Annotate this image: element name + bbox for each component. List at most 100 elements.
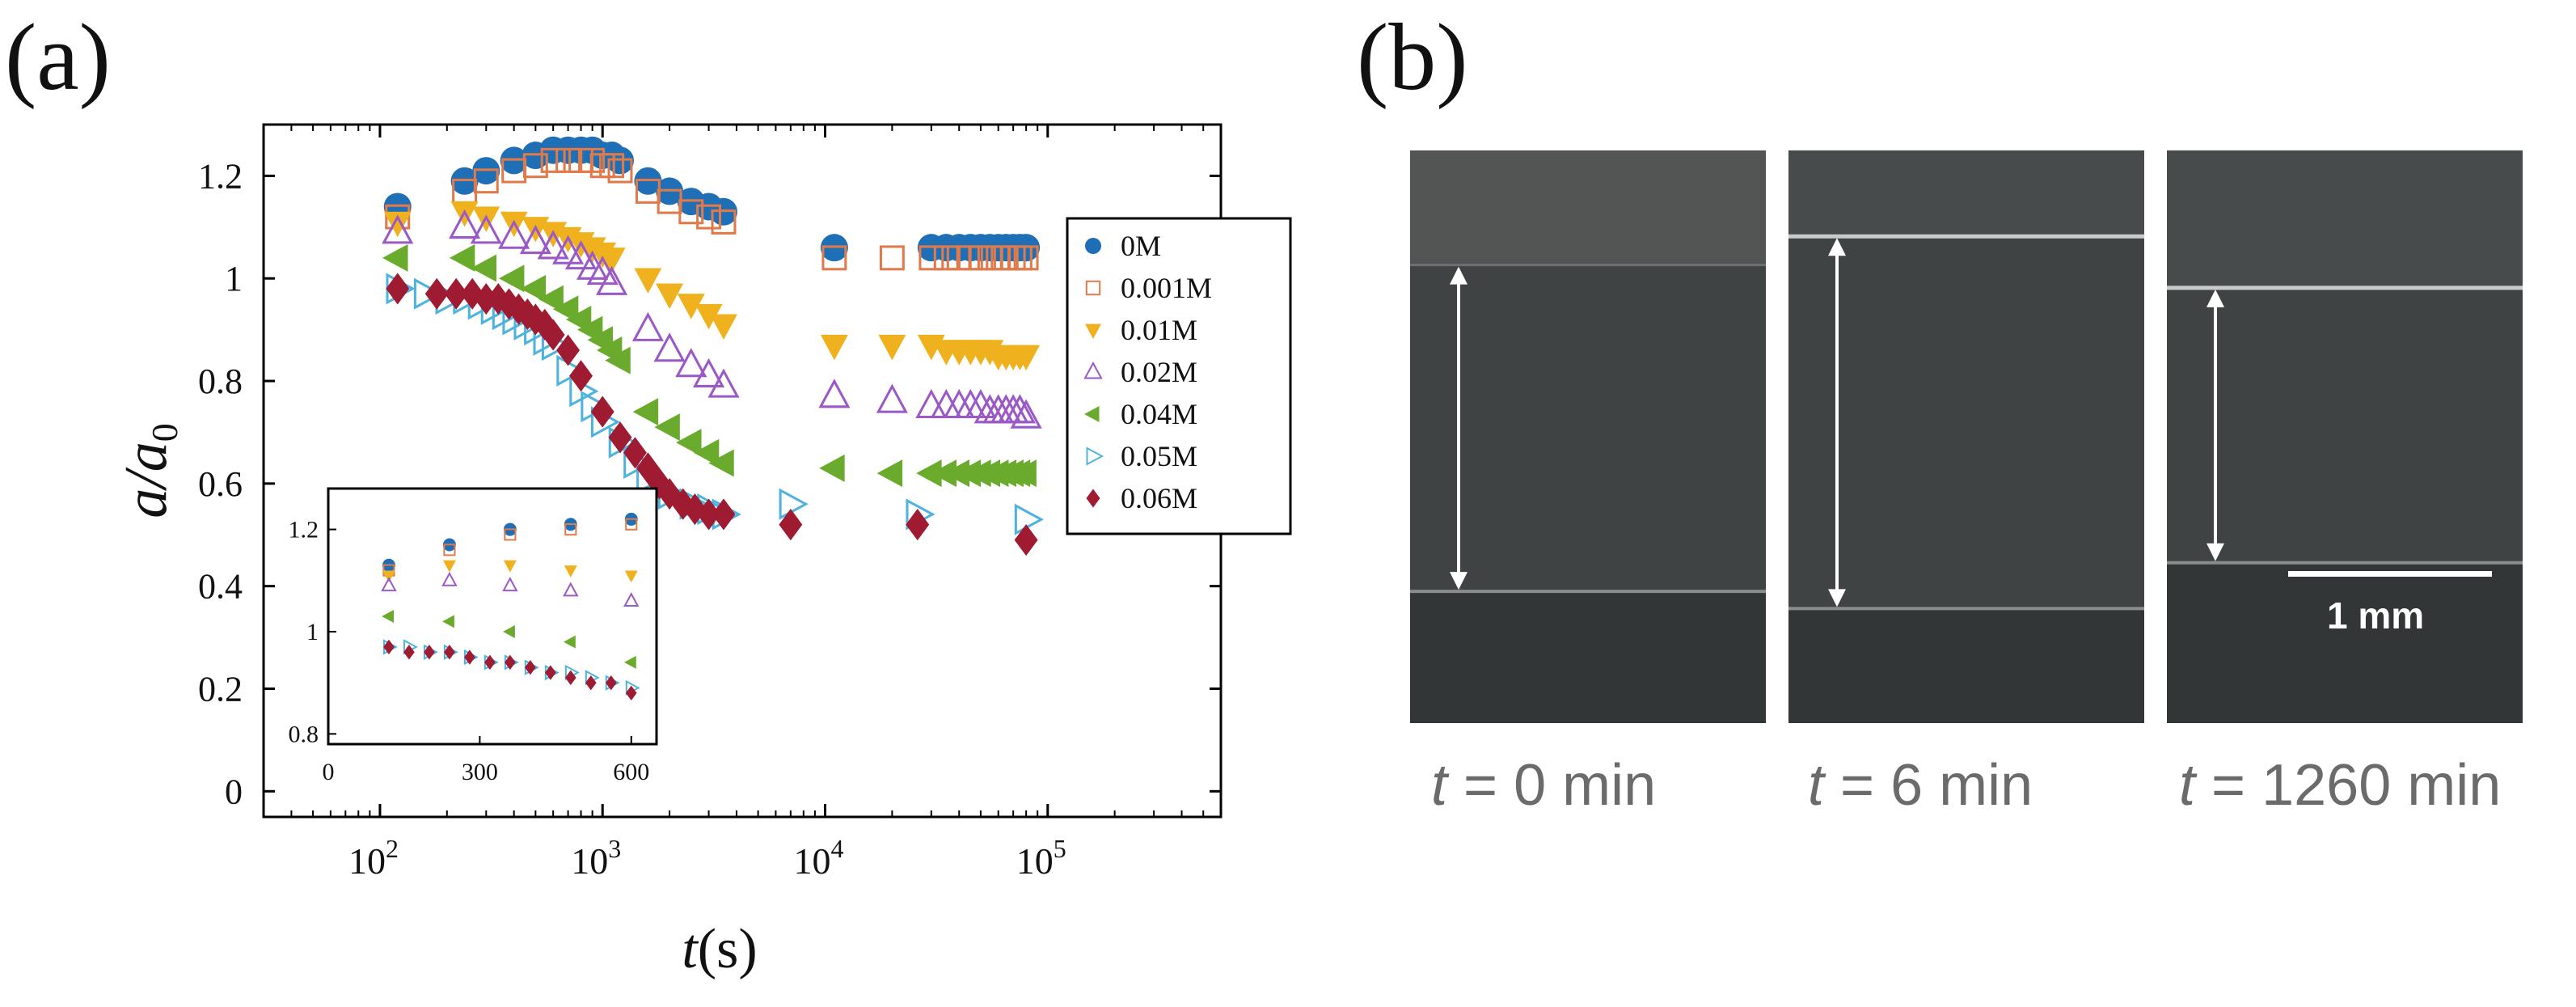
legend-marker-0-04m: [1084, 406, 1100, 422]
data-point: [1014, 503, 1045, 535]
data-point: [709, 314, 737, 340]
data-point: [634, 268, 662, 294]
photo-region-band: [1788, 236, 2144, 609]
inset-data-point: [605, 675, 617, 691]
legend-marker-0-001m: [1085, 280, 1101, 296]
data-point: [471, 254, 497, 282]
series-0-06m: [386, 273, 1038, 556]
measure-arrow-head-down: [1450, 572, 1467, 590]
data-point: [564, 239, 598, 270]
data-point: [707, 368, 740, 398]
data-point: [654, 413, 680, 442]
legend-marker-0m: [1085, 238, 1101, 254]
legend-label-0-04m: 0.04M: [1121, 398, 1197, 430]
data-point: [552, 295, 579, 324]
data-point: [695, 303, 723, 330]
y-tick-label: 0.2: [198, 669, 243, 709]
data-point: [779, 488, 809, 520]
data-point: [552, 235, 585, 264]
x-axis-label: t(s): [682, 918, 757, 980]
measure-arrow-head-up: [1828, 238, 1846, 256]
inset-series-0-06m: [383, 639, 637, 700]
data-point: [498, 219, 530, 249]
data-point: [819, 454, 845, 482]
data-point: [520, 274, 547, 303]
inset-data-point: [442, 615, 454, 628]
inset-x-tick-label: 0: [323, 759, 335, 785]
data-point: [383, 211, 412, 238]
inset-data-point: [563, 582, 579, 597]
data-point: [933, 245, 959, 271]
inset-x-tick-label: 600: [613, 759, 649, 785]
scale-bar: [2288, 571, 2492, 577]
data-point: [598, 248, 626, 273]
data-point: [1010, 399, 1042, 429]
inset-series-0-04m: [382, 610, 636, 669]
data-point: [605, 346, 631, 374]
inset-data-point: [625, 685, 637, 700]
data-point: [631, 311, 664, 341]
data-point: [486, 283, 510, 315]
inset-data-point: [623, 655, 636, 669]
data-point: [1003, 394, 1036, 424]
x-tick-label: 105: [1016, 834, 1066, 882]
data-point: [1012, 345, 1041, 371]
inset-data-point: [565, 670, 576, 686]
data-point: [821, 245, 847, 271]
data-point: [382, 243, 408, 272]
inset-data-point: [382, 610, 394, 623]
panel-a-label: (a): [5, 4, 111, 110]
photo-region-bottom: [1410, 591, 1766, 723]
inset-data-point: [504, 528, 517, 541]
x-tick-label: 104: [794, 834, 844, 882]
data-point: [675, 348, 707, 378]
y-tick-label: 1: [225, 259, 243, 298]
data-point: [596, 265, 628, 295]
data-point: [696, 204, 722, 230]
data-point: [444, 277, 468, 310]
data-point: [474, 283, 498, 315]
inset-data-point: [484, 654, 496, 671]
inset-series-0-02m: [381, 571, 640, 607]
photo-region-top: [1788, 150, 2144, 237]
inset-data-point: [442, 560, 456, 573]
data-point: [522, 153, 548, 179]
data-point: [449, 209, 481, 239]
data-point: [878, 334, 906, 361]
data-point: [693, 438, 720, 467]
data-point: [590, 396, 614, 428]
inset-data-point: [585, 675, 597, 691]
inset-y-tick-label: 0.8: [289, 721, 319, 747]
inset-data-point: [564, 635, 576, 649]
inset-y-tick-label: 1: [306, 619, 319, 645]
series-0-04m: [382, 243, 1037, 488]
inset-data-point: [564, 565, 577, 578]
inset-y-tick-label: 1.2: [289, 517, 319, 544]
data-point: [538, 285, 564, 313]
photo-region-top: [1410, 150, 1766, 265]
data-point: [876, 459, 903, 488]
data-point: [632, 398, 659, 426]
data-point: [555, 147, 581, 173]
photo-t6: [1788, 150, 2144, 723]
legend-marker-0-01m: [1085, 324, 1101, 339]
measure-arrow-head-down: [2206, 543, 2224, 561]
data-point: [523, 303, 547, 336]
y-tick-label: 0.4: [198, 567, 243, 607]
data-point: [413, 277, 444, 310]
data-point: [460, 277, 484, 310]
data-point: [599, 153, 625, 179]
data-point: [449, 243, 475, 272]
legend-label-0-01m: 0.01M: [1121, 314, 1197, 346]
data-point: [711, 209, 737, 235]
data-point: [657, 477, 682, 510]
data-point: [916, 459, 942, 488]
caption-t1260: t = 1260 min: [2179, 753, 2502, 818]
caption-t6: t = 6 min: [1808, 753, 2033, 818]
inset-data-point: [383, 639, 395, 655]
legend-marker-0-02m: [1083, 361, 1103, 379]
y-tick-label: 0.8: [198, 362, 243, 401]
data-point: [473, 168, 499, 194]
